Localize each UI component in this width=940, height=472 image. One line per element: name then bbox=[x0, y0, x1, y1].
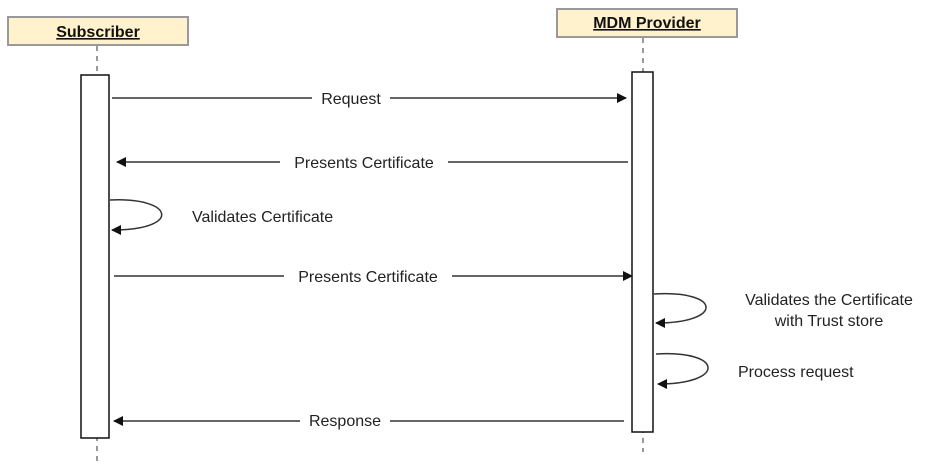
mdm-provider-label: MDM Provider bbox=[593, 15, 701, 32]
validates-trust-store-label-line2: with Trust store bbox=[774, 313, 884, 330]
message-response: Response bbox=[113, 411, 624, 431]
presents-certificate-subscriber-label: Presents Certificate bbox=[298, 269, 438, 286]
presents-certificate-provider-label: Presents Certificate bbox=[294, 155, 434, 172]
subscriber-activation-bar bbox=[80, 74, 110, 439]
subscriber-label: Subscriber bbox=[56, 24, 140, 41]
message-validates-certificate: Validates Certificate bbox=[109, 199, 333, 235]
subscriber-actor: Subscriber bbox=[7, 16, 189, 46]
validates-certificate-label: Validates Certificate bbox=[192, 209, 333, 226]
process-request-label: Process request bbox=[738, 364, 854, 381]
request-label: Request bbox=[321, 91, 381, 108]
validates-trust-store-label-line1: Validates the Certificate bbox=[745, 292, 913, 309]
message-presents-certificate-from-provider: Presents Certificate bbox=[116, 152, 628, 172]
message-validates-trust-store: Validates the Certificate with Trust sto… bbox=[653, 292, 913, 330]
message-presents-certificate-from-subscriber: Presents Certificate bbox=[114, 266, 633, 286]
mdm-provider-actor: MDM Provider bbox=[556, 8, 738, 38]
response-label: Response bbox=[309, 413, 381, 430]
message-request: Request bbox=[112, 88, 627, 108]
message-process-request: Process request bbox=[655, 352, 854, 389]
mdm-provider-activation-bar bbox=[631, 71, 654, 433]
